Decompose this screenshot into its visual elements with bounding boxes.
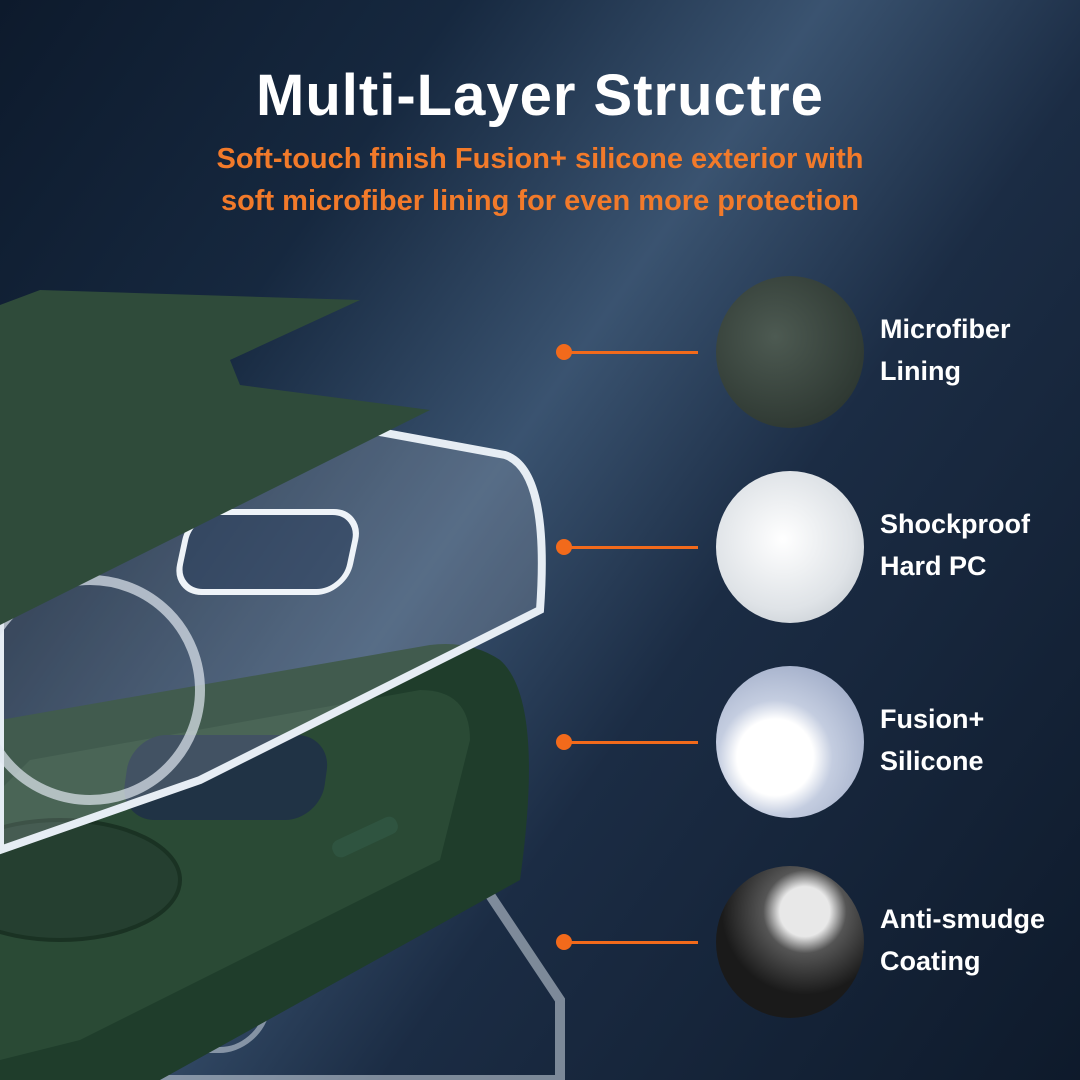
microfiber-layer [0,290,430,625]
layer-label-line2: Coating [880,946,981,976]
layer-silicone: Fusion+ Silicone [556,660,1080,820]
subtitle: Soft-touch finish Fusion+ silicone exter… [0,138,1080,222]
layer-label-line2: Lining [880,356,961,386]
layer-label: Fusion+ Silicone [880,698,984,782]
pointer-line [568,546,698,549]
layer-label-line2: Hard PC [880,551,987,581]
pointer-dot-icon [556,344,572,360]
pointer-dot-icon [556,734,572,750]
spray-gun-icon [716,866,864,1018]
layer-label-line1: Microfiber [880,314,1011,344]
layer-label-line1: Fusion+ [880,704,985,734]
pointer-line [568,351,698,354]
pc-pellets-icon [716,471,864,623]
pointer-line [568,941,698,944]
microfiber-texture-icon [716,276,864,428]
layer-label-line1: Shockproof [880,509,1031,539]
page-title: Multi-Layer Structre [256,63,824,128]
subtitle-line-1: Soft-touch finish Fusion+ silicone exter… [216,143,864,175]
layer-label-line1: Anti-smudge [880,904,1045,934]
silicone-paste-icon [716,666,864,818]
layer-label-line2: Silicone [880,746,984,776]
pointer-dot-icon [556,934,572,950]
pointer-line [568,741,698,744]
pointer-dot-icon [556,539,572,555]
subtitle-line-2: soft microfiber lining for even more pro… [220,185,860,217]
